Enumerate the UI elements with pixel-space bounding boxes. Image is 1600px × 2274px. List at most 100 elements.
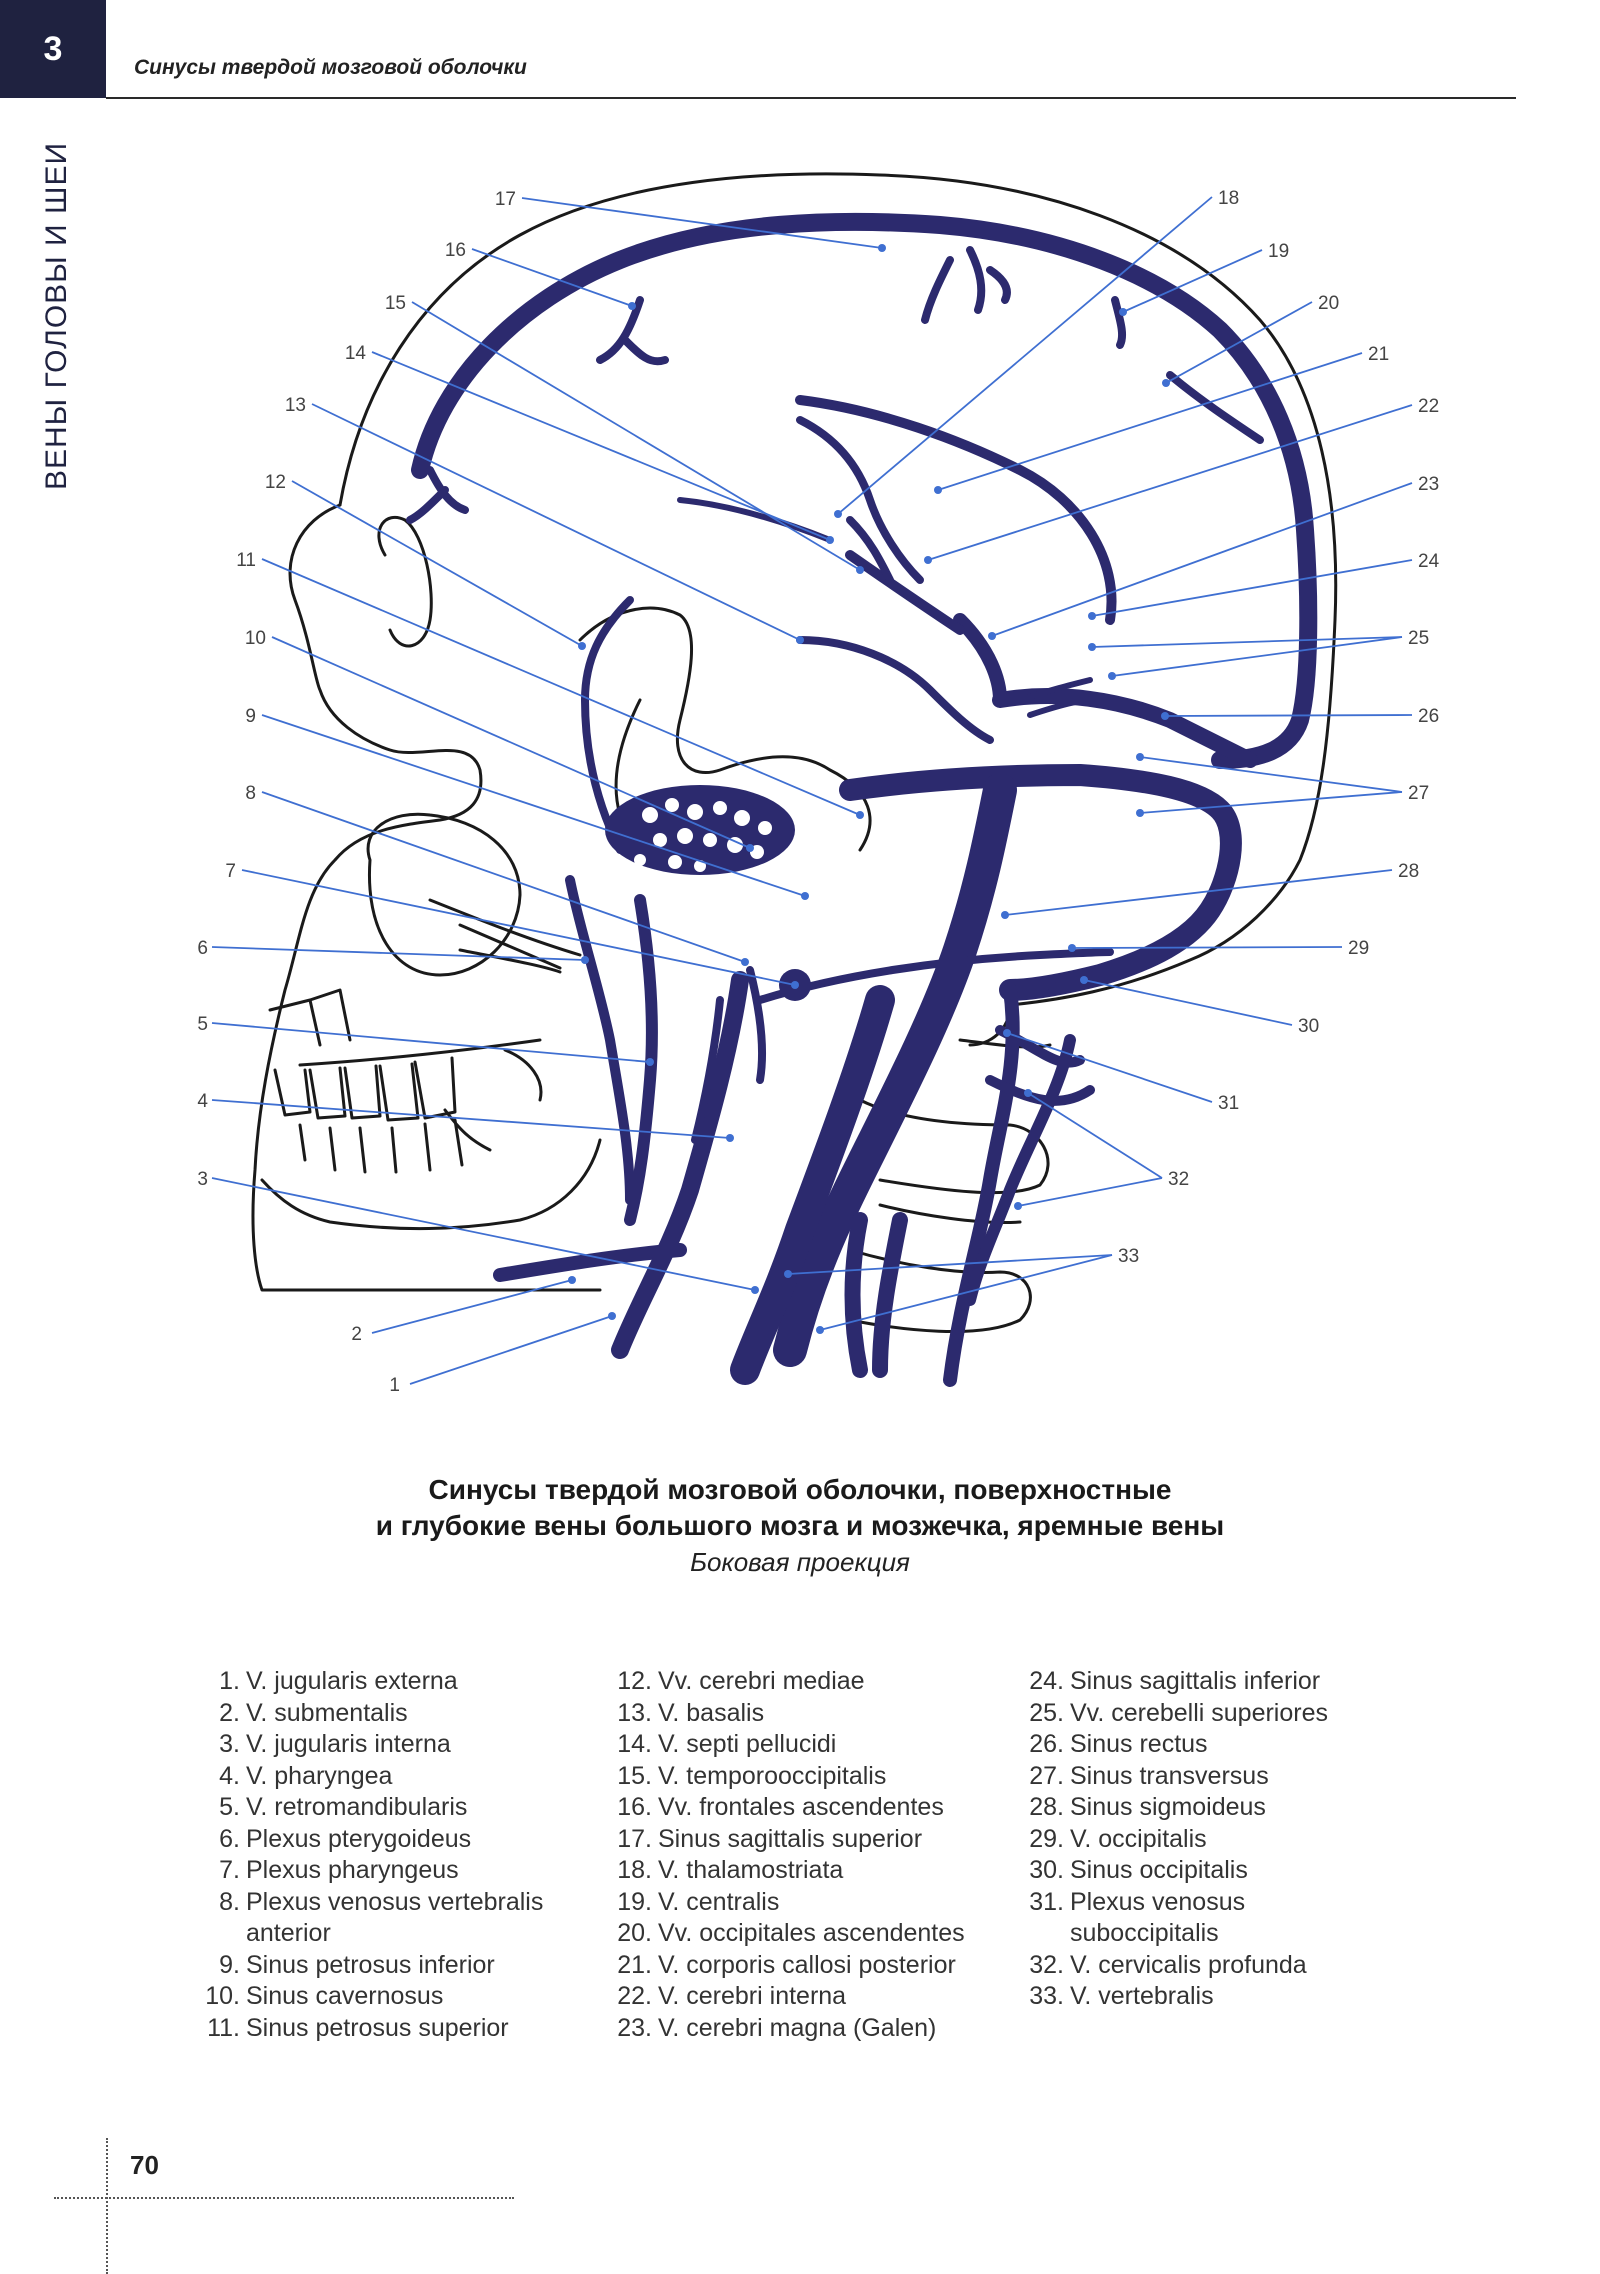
v-occipitalis [756, 948, 1114, 1004]
cranium-outline [338, 172, 1338, 1007]
legend-item: 5.V. retromandibularis [219, 1793, 468, 1821]
label-12: 12 [265, 472, 286, 493]
leader-dots [568, 244, 1170, 1334]
footer-dotted-rule [54, 2197, 514, 2199]
legend-item: 18.V. thalamostriata [617, 1856, 844, 1884]
v-jugularis-interna [730, 985, 895, 1385]
chapter-number-box: 3 [0, 0, 106, 98]
label-22: 22 [1418, 396, 1439, 417]
legend-item: 1.V. jugularis externa [219, 1667, 458, 1695]
sinus-sigmoideus [773, 773, 1017, 1367]
head-outline [251, 172, 1338, 1334]
brow-contour [377, 516, 433, 648]
legend-column-1: 1.V. jugularis externa 2.V. submentalis … [200, 1666, 543, 2044]
legend-item: 9.Sinus petrosus inferior [219, 1950, 495, 1979]
header-rule [106, 97, 1516, 99]
page-number: 70 [130, 2150, 159, 2180]
legend-item: 3.V. jugularis interna [219, 1730, 451, 1758]
legend-item: 8.Plexus venosus vertebralis [219, 1887, 544, 1916]
label-numbers: 1 2 3 4 5 6 7 8 9 10 11 12 13 14 15 16 1… [197, 188, 1439, 1396]
label-27: 27 [1408, 783, 1429, 804]
legend-item: 25.Vv. cerebelli superiores [1029, 1698, 1328, 1727]
v-cerebri-magna [953, 613, 1007, 707]
legend-item: 7.Plexus pharyngeus [219, 1856, 459, 1884]
legend-item: 32.V. cervicalis profunda [1029, 1950, 1307, 1979]
maxilla-outline [268, 988, 542, 1067]
vv-cerebelli-superiores [1017, 677, 1103, 718]
v-retromandibularis [624, 894, 658, 1226]
legend-item: 17.Sinus sagittalis superior [617, 1824, 923, 1853]
legend-item: 15.V. temporooccipitalis [617, 1761, 887, 1790]
legend-item: 21.V. corporis callosi posterior [617, 1950, 956, 1979]
v-vertebralis [943, 983, 1020, 1387]
v-basalis [796, 636, 994, 744]
label-4: 4 [197, 1091, 208, 1112]
label-33: 33 [1118, 1246, 1139, 1267]
label-32: 32 [1168, 1169, 1189, 1190]
occipital-contour [968, 1003, 1012, 1047]
label-29: 29 [1348, 938, 1369, 959]
leader-lines [211, 196, 1413, 1385]
legend-item: 10.Sinus cavernosus [205, 1982, 444, 2010]
vv-cerebri-mediae [581, 596, 634, 854]
orbit-outline [366, 812, 522, 977]
caption-line-1: Синусы твердой мозговой оболочки, поверх… [428, 1474, 1172, 1505]
sphenoid-line [614, 698, 642, 817]
v-temporooccipitalis [796, 416, 924, 584]
styloid-line [443, 1108, 492, 1152]
label-6: 6 [197, 938, 208, 959]
label-10: 10 [245, 628, 266, 649]
sinus-rectus [992, 688, 1258, 768]
label-7: 7 [225, 861, 236, 882]
v-centralis [921, 246, 1011, 324]
label-16: 16 [445, 240, 466, 261]
label-26: 26 [1418, 706, 1439, 727]
neck-lateral-veins [844, 1212, 908, 1378]
label-8: 8 [245, 783, 256, 804]
label-20: 20 [1318, 293, 1339, 314]
label-24: 24 [1418, 551, 1440, 572]
running-header-title: Синусы твердой мозговой оболочки [134, 56, 527, 79]
label-30: 30 [1298, 1016, 1319, 1037]
pterygoid-line [458, 948, 562, 974]
sinus-sagittalis-inferior [795, 395, 1117, 625]
label-1: 1 [389, 1375, 400, 1396]
chapter-number: 3 [43, 29, 63, 68]
label-14: 14 [345, 343, 367, 364]
legend-item: 33.V. vertebralis [1029, 1982, 1214, 2010]
label-11: 11 [236, 550, 256, 571]
label-2: 2 [351, 1324, 362, 1345]
legend-item: 28.Sinus sigmoideus [1029, 1793, 1266, 1821]
legend-column-2: 12.Vv. cerebri mediae 13.V. basalis 14.V… [612, 1666, 965, 2044]
head-veins-diagram: 1 2 3 4 5 6 7 8 9 10 11 12 13 14 15 16 1… [197, 172, 1440, 1396]
legend-item: 14.V. septi pellucidi [617, 1730, 837, 1758]
zygomatic-arch [428, 898, 582, 970]
label-19: 19 [1268, 241, 1289, 262]
legend-item: 16.Vv. frontales ascendentes [617, 1793, 944, 1821]
label-18: 18 [1218, 188, 1239, 209]
v-septi-pellucidi [677, 497, 833, 543]
caption-line-2: и глубокие вены большого мозга и мозжечк… [375, 1510, 1225, 1541]
label-28: 28 [1398, 861, 1419, 882]
legend-item: 27.Sinus transversus [1029, 1761, 1269, 1790]
label-15: 15 [385, 293, 406, 314]
middle-cranial-fossa [578, 606, 872, 852]
legend-item: 29.V. occipitalis [1029, 1824, 1207, 1853]
label-13: 13 [285, 395, 306, 416]
label-25: 25 [1408, 628, 1429, 649]
legend-item: 19.V. centralis [617, 1887, 780, 1916]
plexus-holes [634, 798, 772, 872]
upper-teeth [273, 1056, 457, 1122]
sinus-occipitalis [1017, 975, 1113, 993]
v-thalamostriata [846, 516, 894, 584]
legend-item: 20.Vv. occipitales ascendentes [617, 1919, 965, 1947]
lower-teeth [298, 1118, 464, 1174]
footer-dotted-vertical [106, 2138, 108, 2274]
label-3: 3 [197, 1169, 208, 1190]
legend-item: 13.V. basalis [617, 1698, 765, 1727]
plexus-cluster [605, 785, 811, 1001]
veins [406, 212, 1318, 1387]
vv-frontales-ascendentes [406, 296, 669, 524]
vv-occipitales-ascendentes [1111, 296, 1264, 444]
mandible-outline [260, 1048, 602, 1231]
